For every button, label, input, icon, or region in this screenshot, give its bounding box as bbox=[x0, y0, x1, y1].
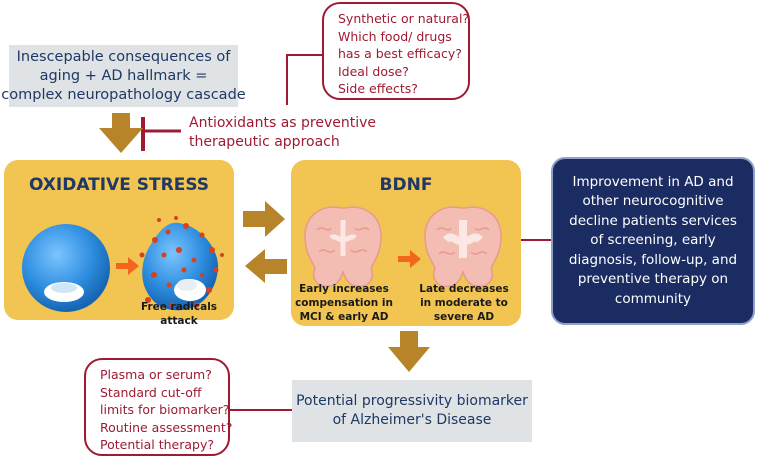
bdnf-late-line-3: severe AD bbox=[433, 311, 495, 323]
top-question-1: Synthetic or natural? bbox=[338, 11, 470, 26]
bdnf-panel: BDNF Early increases compensation in MCI… bbox=[291, 160, 521, 326]
bdnf-early-line-1: Early increases bbox=[299, 283, 389, 295]
down-arrow-bdnf-to-biomarker bbox=[388, 331, 430, 372]
damaged-cell-icon bbox=[139, 216, 224, 311]
bdnf-early-line-3: MCI & early AD bbox=[299, 311, 389, 323]
top-question-4: Ideal dose? bbox=[338, 63, 409, 79]
bottom-question-4: Routine assessment? bbox=[100, 419, 233, 435]
bdnf-brain-illustration bbox=[304, 206, 502, 287]
antioxidants-line-2: therapeutic approach bbox=[189, 134, 340, 150]
biomarker-box: Potential progressivity biomarker of Alz… bbox=[292, 380, 532, 442]
bdnf-title: BDNF bbox=[379, 175, 433, 195]
biomarker-line-1: Potential progressivity biomarker bbox=[296, 393, 528, 409]
bottom-question-2: Standard cut-off bbox=[100, 384, 202, 400]
top-question-box: Synthetic or natural? Which food/ drugs … bbox=[322, 2, 470, 100]
top-question-2: Which food/ drugs bbox=[338, 28, 452, 44]
healthy-cell-icon bbox=[22, 224, 110, 312]
oxidative-stress-panel: OXIDATIVE STRESS bbox=[4, 160, 234, 327]
improvement-line-1: Improvement in AD and bbox=[572, 173, 734, 190]
improvement-line-3: decline patients services bbox=[569, 212, 737, 229]
aging-line-2: aging + AD hallmark = bbox=[39, 67, 208, 84]
bdnf-late-line-2: in moderate to bbox=[420, 297, 508, 309]
bdnf-late-caption: Late decreases in moderate to severe AD bbox=[411, 282, 517, 324]
improvement-line-5: diagnosis, follow-up, and bbox=[568, 251, 738, 268]
aging-hallmark-box: Inescepable consequences of aging + AD h… bbox=[1, 45, 246, 107]
biomarker-line-2: of Alzheimer's Disease bbox=[332, 412, 492, 428]
improvement-line-2: other neurocognitive bbox=[582, 193, 724, 210]
antioxidants-line-1: Antioxidants as preventive bbox=[189, 115, 377, 131]
bottom-question-5: Potential therapy? bbox=[100, 437, 215, 452]
free-radicals-caption: Free radicals attack bbox=[140, 301, 218, 327]
top-question-5: Side effects? bbox=[338, 81, 418, 96]
aging-line-1: Inescepable consequences of bbox=[16, 48, 231, 65]
top-question-3: has a best efficacy? bbox=[338, 46, 462, 61]
bdnf-early-caption: Early increases compensation in MCI & ea… bbox=[291, 282, 397, 324]
bdnf-late-line-1: Late decreases bbox=[419, 283, 509, 295]
brain-slice-early-icon bbox=[304, 206, 382, 287]
brain-slice-late-icon bbox=[424, 206, 502, 287]
bdnf-early-line-2: compensation in bbox=[295, 297, 393, 309]
down-arrow-aging bbox=[99, 113, 143, 153]
bottom-question-box: Plasma or serum? Standard cut-off limits… bbox=[84, 358, 233, 456]
antioxidants-label: Antioxidants as preventive therapeutic a… bbox=[189, 114, 376, 152]
bdnf-orange-arrow-icon bbox=[398, 250, 421, 268]
bottom-question-1: Plasma or serum? bbox=[100, 367, 212, 382]
improvement-line-6: preventive therapy on bbox=[577, 271, 729, 288]
improvement-line-4: of screening, early bbox=[590, 232, 716, 249]
improvement-box: Improvement in AD and other neurocogniti… bbox=[551, 157, 755, 325]
left-arrow-bdnf-to-oxidative bbox=[245, 249, 287, 283]
aging-line-3: complex neuropathology cascade bbox=[1, 86, 246, 103]
improvement-line-7: community bbox=[614, 290, 692, 307]
bottom-question-3: limits for biomarker? bbox=[100, 402, 230, 417]
question-connector-line bbox=[286, 54, 322, 105]
right-arrow-oxidative-to-bdnf bbox=[243, 201, 285, 237]
oxidative-stress-illustration bbox=[22, 216, 224, 312]
orange-arrow-icon bbox=[116, 257, 139, 275]
oxidative-stress-title: OXIDATIVE STRESS bbox=[28, 175, 210, 195]
